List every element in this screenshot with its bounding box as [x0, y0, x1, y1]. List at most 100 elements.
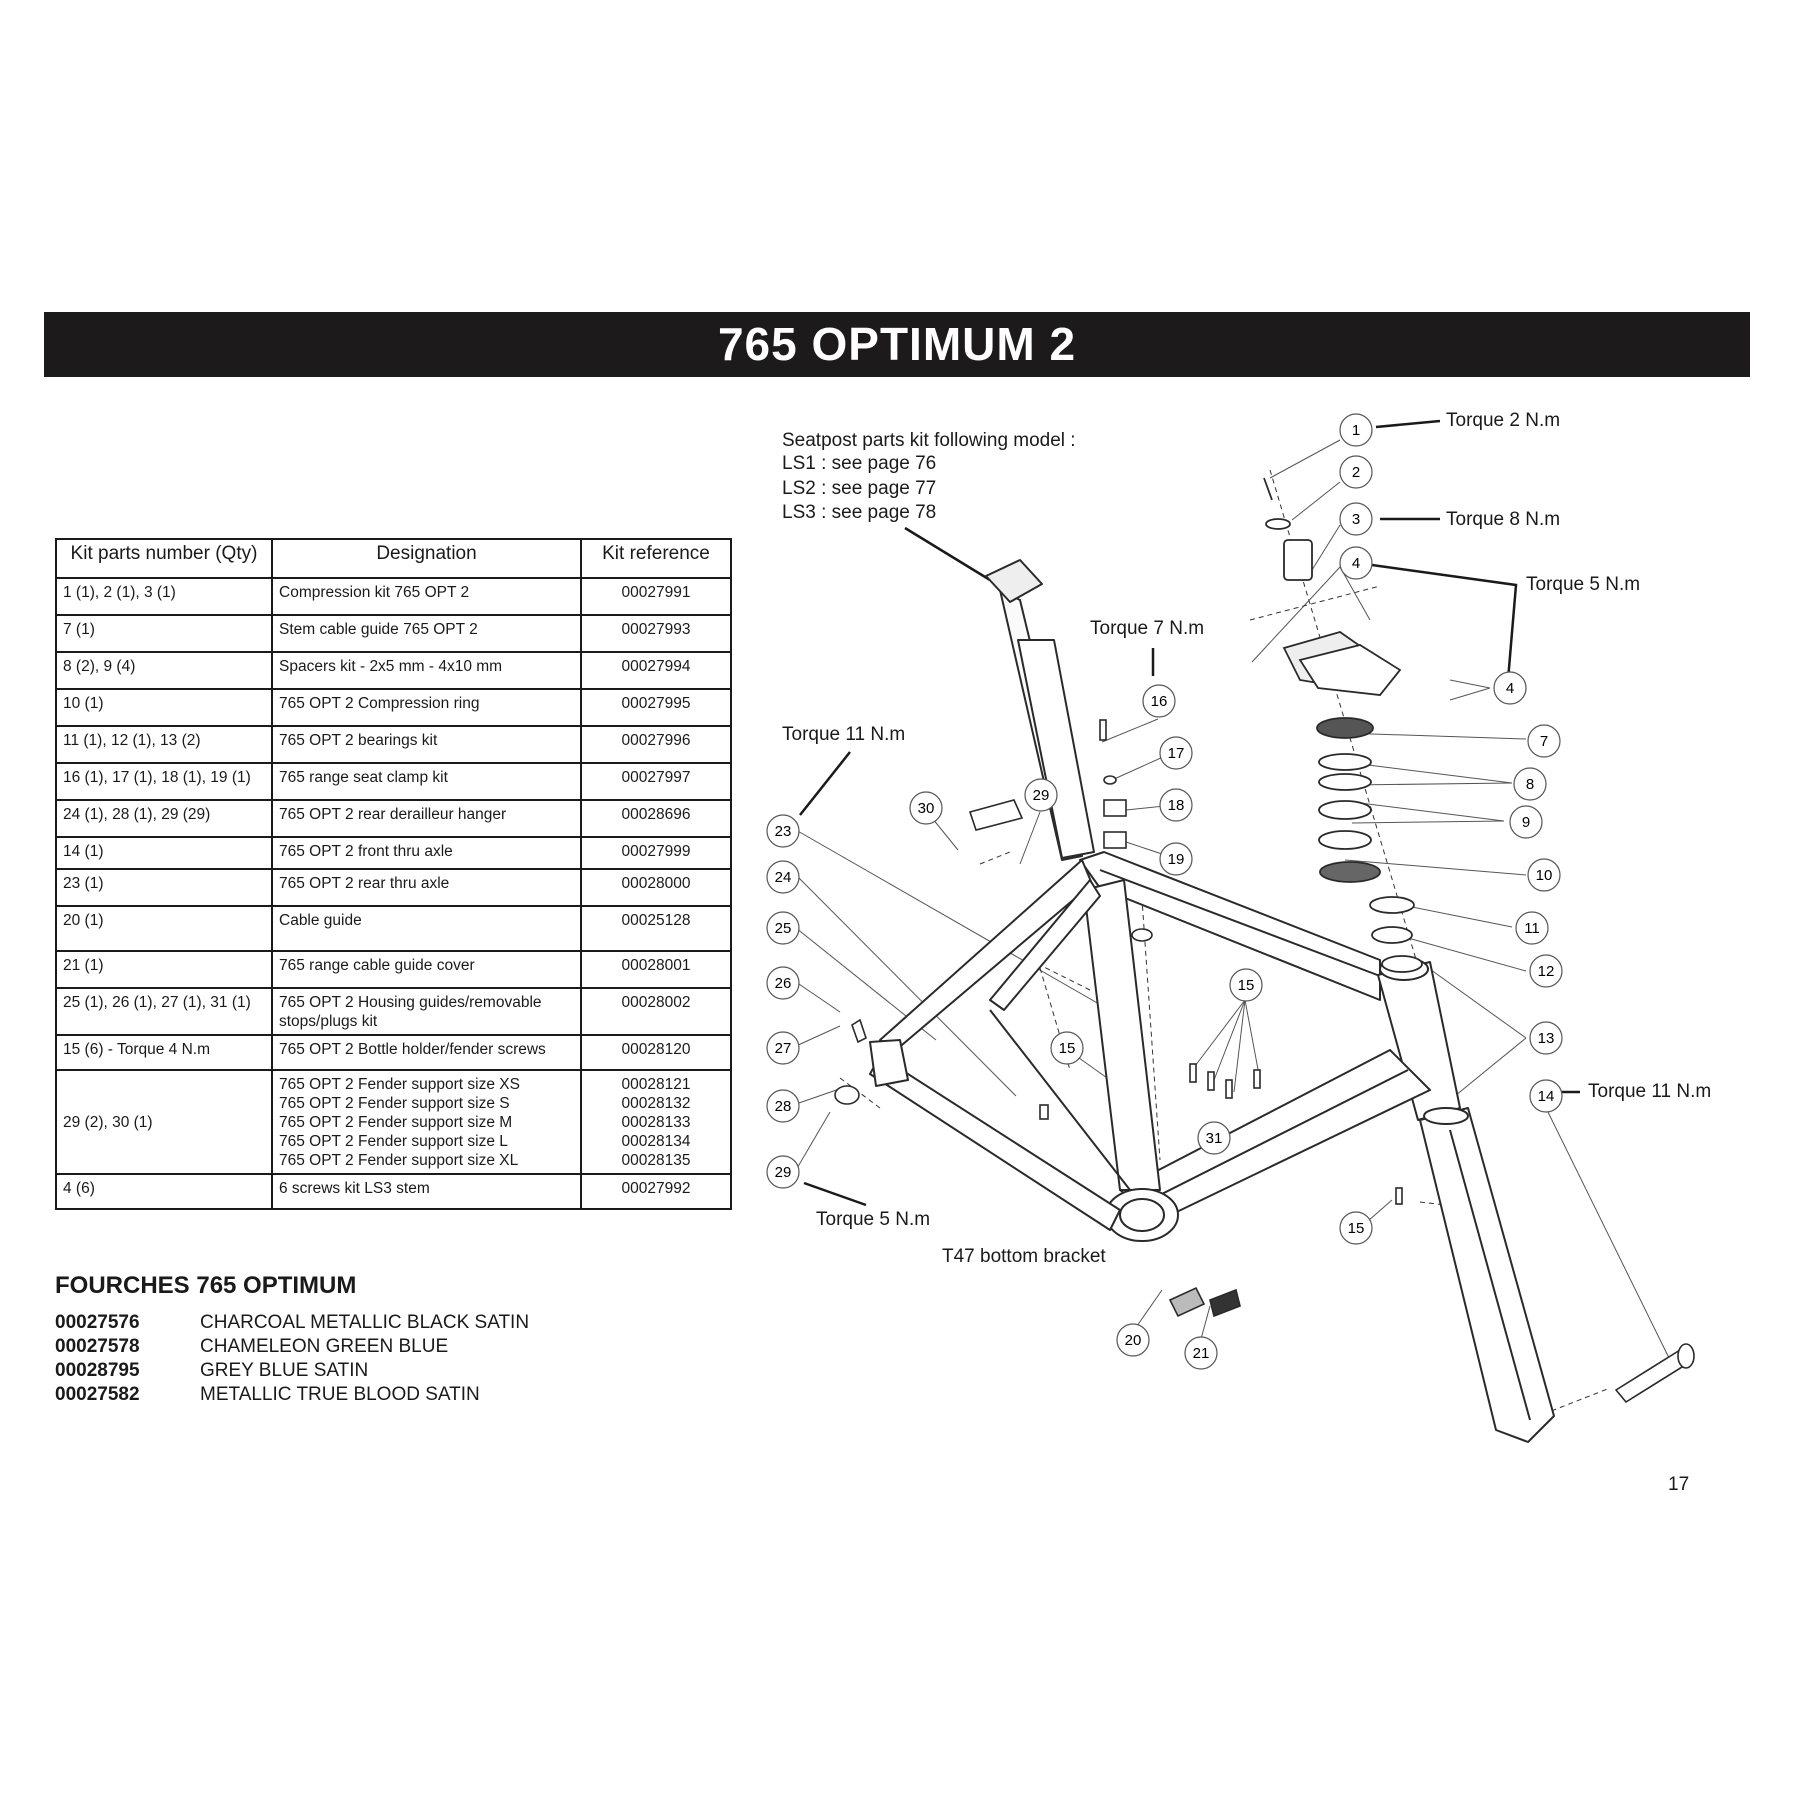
callout-bubble: 15	[1339, 1211, 1373, 1245]
kit-reference-cell: 00027999	[580, 836, 732, 870]
callout-bubble: 15	[1229, 968, 1263, 1002]
fork-code: 00027576	[55, 1312, 140, 1333]
list-item: 00028795 GREY BLUE SATIN	[55, 1359, 529, 1383]
kit-reference-cell: 00027997	[580, 762, 732, 801]
callout-bubble: 29	[1024, 778, 1058, 812]
kit-parts-cell: 24 (1), 28 (1), 29 (29)	[55, 799, 273, 838]
callout-bubble: 28	[766, 1089, 800, 1123]
svg-text:12: 12	[1538, 963, 1555, 980]
svg-text:11: 11	[1524, 920, 1540, 937]
designation-cell: 765 OPT 2 front thru axle	[271, 836, 582, 870]
seatpost-note-line: LS1 : see page 76	[782, 453, 936, 474]
seatpost-note-line: LS3 : see page 78	[782, 502, 936, 523]
callout-bubble: 19	[1159, 842, 1193, 876]
kit-parts-cell: 20 (1)	[55, 905, 273, 952]
svg-text:4: 4	[1506, 680, 1514, 697]
fork-code: 00027578	[55, 1336, 140, 1357]
torque-label: Torque 11 N.m	[782, 724, 905, 745]
callout-bubble: 1	[1339, 413, 1373, 447]
designation-cell: 765 OPT 2 Housing guides/removable stops…	[271, 987, 582, 1036]
kit-parts-cell: 10 (1)	[55, 688, 273, 727]
kit-reference-cell: 00028000	[580, 868, 732, 907]
svg-text:8: 8	[1526, 776, 1534, 793]
table-row: 29 (2), 30 (1) 765 OPT 2 Fender support …	[55, 1069, 732, 1175]
fork-code: 00028795	[55, 1360, 140, 1381]
svg-text:16: 16	[1151, 693, 1168, 710]
column-header: Designation	[271, 538, 582, 579]
torque-label: Torque 2 N.m	[1446, 410, 1560, 431]
designation-cell: 765 OPT 2 Fender support size XS 765 OPT…	[271, 1069, 582, 1175]
designation-cell: 765 OPT 2 rear thru axle	[271, 868, 582, 907]
svg-text:13: 13	[1538, 1030, 1555, 1047]
svg-text:20: 20	[1125, 1332, 1142, 1349]
list-item: 00027576 CHARCOAL METALLIC BLACK SATIN	[55, 1311, 529, 1335]
kit-reference-cell: 00027993	[580, 614, 732, 653]
kit-parts-cell: 21 (1)	[55, 950, 273, 989]
svg-text:1: 1	[1352, 422, 1360, 439]
designation-cell: 765 OPT 2 bearings kit	[271, 725, 582, 764]
callout-bubble: 2	[1339, 455, 1373, 489]
kit-reference-cell: 00027996	[580, 725, 732, 764]
svg-text:15: 15	[1238, 977, 1255, 994]
designation-cell: Compression kit 765 OPT 2	[271, 577, 582, 616]
kit-parts-cell: 16 (1), 17 (1), 18 (1), 19 (1)	[55, 762, 273, 801]
page-title: 765 OPTIMUM 2	[44, 312, 1750, 377]
table-row: 4 (6) 6 screws kit LS3 stem 00027992	[55, 1173, 732, 1210]
table-row: 11 (1), 12 (1), 13 (2) 765 OPT 2 bearing…	[55, 725, 732, 764]
torque-label: Torque 11 N.m	[1588, 1081, 1711, 1102]
callout-bubble: 9	[1509, 805, 1543, 839]
svg-text:21: 21	[1193, 1345, 1210, 1362]
torque-label: Torque 8 N.m	[1446, 509, 1560, 530]
kit-reference-cell: 00028120	[580, 1034, 732, 1071]
kit-reference-cell: 00027994	[580, 651, 732, 690]
kit-parts-cell: 11 (1), 12 (1), 13 (2)	[55, 725, 273, 764]
table-row: 15 (6) - Torque 4 N.m 765 OPT 2 Bottle h…	[55, 1034, 732, 1071]
table-row: 7 (1) Stem cable guide 765 OPT 2 0002799…	[55, 614, 732, 653]
callout-bubble: 27	[766, 1031, 800, 1065]
svg-text:24: 24	[775, 869, 792, 886]
designation-cell: 765 OPT 2 Bottle holder/fender screws	[271, 1034, 582, 1071]
bottom-bracket-label: T47 bottom bracket	[942, 1246, 1106, 1267]
callout-bubble: 4	[1493, 671, 1527, 705]
callout-bubble: 12	[1529, 954, 1563, 988]
fork-code: 00027582	[55, 1384, 140, 1405]
svg-text:29: 29	[775, 1164, 792, 1181]
svg-text:10: 10	[1536, 867, 1553, 884]
forks-heading: FOURCHES 765 OPTIMUM	[55, 1272, 357, 1299]
designation-cell: Spacers kit - 2x5 mm - 4x10 mm	[271, 651, 582, 690]
callout-bubble: 13	[1529, 1021, 1563, 1055]
callout-bubble: 8	[1513, 767, 1547, 801]
table-row: 25 (1), 26 (1), 27 (1), 31 (1) 765 OPT 2…	[55, 987, 732, 1036]
table-row: 16 (1), 17 (1), 18 (1), 19 (1) 765 range…	[55, 762, 732, 801]
svg-text:15: 15	[1059, 1040, 1076, 1057]
list-item: 00027582 METALLIC TRUE BLOOD SATIN	[55, 1383, 529, 1407]
svg-text:3: 3	[1352, 511, 1360, 528]
callout-bubble: 23	[766, 814, 800, 848]
kit-reference-cell: 00028696	[580, 799, 732, 838]
callout-bubble: 17	[1159, 736, 1193, 770]
designation-cell: 765 OPT 2 rear derailleur hanger	[271, 799, 582, 838]
table-row: 20 (1) Cable guide 00025128	[55, 905, 732, 952]
callout-bubble: 31	[1197, 1121, 1231, 1155]
kit-parts-cell: 14 (1)	[55, 836, 273, 870]
torque-leader-lines	[799, 419, 1580, 1207]
svg-text:17: 17	[1168, 745, 1185, 762]
kit-parts-cell: 8 (2), 9 (4)	[55, 651, 273, 690]
kit-reference-cell: 00025128	[580, 905, 732, 952]
callout-bubble: 21	[1184, 1336, 1218, 1370]
kit-parts-cell: 1 (1), 2 (1), 3 (1)	[55, 577, 273, 616]
svg-text:19: 19	[1168, 851, 1185, 868]
callout-bubble: 18	[1159, 788, 1193, 822]
callout-bubble: 3	[1339, 502, 1373, 536]
designation-cell: 765 range seat clamp kit	[271, 762, 582, 801]
table-row: 21 (1) 765 range cable guide cover 00028…	[55, 950, 732, 989]
svg-text:7: 7	[1540, 733, 1548, 750]
svg-text:29: 29	[1033, 787, 1050, 804]
callout-leaders	[795, 439, 1671, 1361]
svg-text:27: 27	[775, 1040, 792, 1057]
svg-text:25: 25	[775, 920, 792, 937]
small-parts	[834, 719, 1695, 1404]
designation-cell: Cable guide	[271, 905, 582, 952]
svg-text:2: 2	[1352, 464, 1360, 481]
seatpost-note-line: LS2 : see page 77	[782, 478, 936, 499]
